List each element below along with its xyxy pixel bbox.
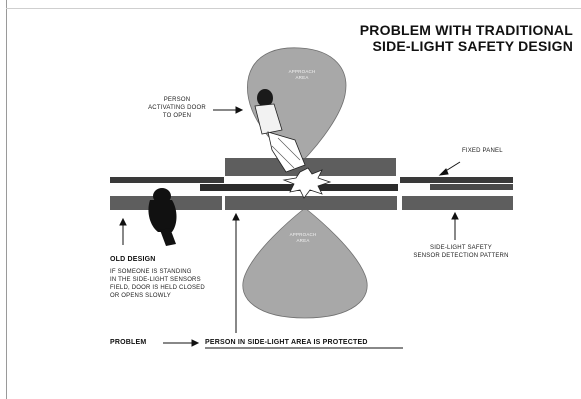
arrow-person-activating	[213, 106, 244, 114]
frame-top-edge	[6, 8, 581, 9]
fixed-panel-right	[430, 184, 513, 190]
left-sidelight-top	[110, 177, 224, 183]
approach-area-top-label: APPROACH AREA	[288, 69, 316, 80]
right-sidelight-bottom	[402, 196, 513, 210]
arrow-sensor-pattern	[451, 211, 459, 240]
title-line-2: SIDE-LIGHT SAFETY DESIGN	[372, 38, 573, 54]
arrow-problem	[163, 339, 200, 347]
approach-area-bottom-label: APPROACH AREA	[289, 232, 317, 243]
person-in-sidelight-figure	[148, 188, 177, 246]
old-design-label: OLD DESIGN	[110, 256, 156, 263]
arrow-problem-vertical	[232, 212, 240, 333]
problem-label: PROBLEM	[110, 339, 147, 346]
arrow-fixed-panel	[438, 161, 461, 176]
center-panel-bottom	[225, 196, 397, 210]
sliding-panel-upper	[225, 158, 396, 176]
impact-burst	[282, 167, 332, 199]
right-sidelight-top	[400, 177, 513, 183]
problem-text: PERSON IN SIDE-LIGHT AREA IS PROTECTED	[205, 339, 368, 346]
old-design-description: IF SOMEONE IS STANDING IN THE SIDE-LIGHT…	[110, 269, 205, 299]
title-line-1: PROBLEM WITH TRADITIONAL	[359, 22, 573, 38]
sensor-pattern-label: SIDE-LIGHT SAFETY SENSOR DETECTION PATTE…	[413, 245, 509, 259]
arrow-old-design	[119, 217, 127, 245]
frame-left-edge	[6, 0, 7, 399]
approach-area-bottom	[242, 207, 368, 319]
person-activating-figure	[254, 89, 306, 173]
person-activating-label: PERSON ACTIVATING DOOR TO OPEN	[148, 97, 206, 119]
fixed-panel-label: FIXED PANEL	[462, 148, 503, 154]
